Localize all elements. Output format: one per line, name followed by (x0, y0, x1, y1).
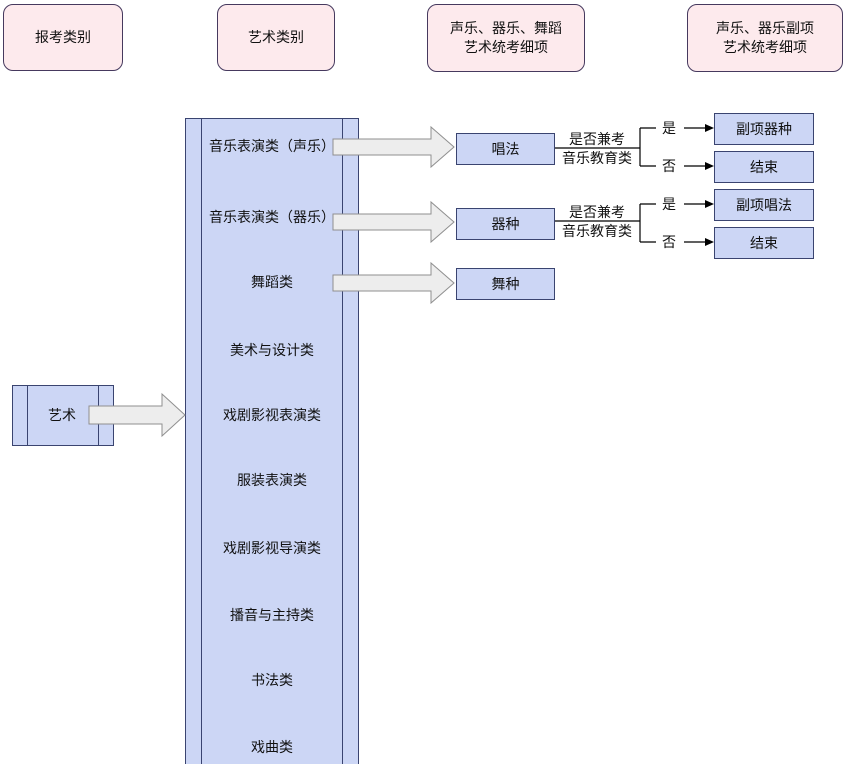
node-secondary-instrument: 副项器种 (714, 113, 814, 145)
instrumental-no-label: 否 (662, 234, 676, 250)
art-root-label: 艺术 (48, 407, 76, 423)
category-item-broadcast-hosting: 播音与主持类 (230, 607, 314, 623)
category-item-drama-performance: 戏剧影视表演类 (223, 407, 321, 423)
header-main-exam-details: 声乐、器乐、舞蹈 艺术统考细项 (427, 4, 585, 72)
category-item-fine-arts-design: 美术与设计类 (230, 342, 314, 358)
vocal-yes-arrowhead (705, 124, 714, 132)
categories-right-strip-line (342, 119, 343, 764)
art-root-left-strip-line (27, 386, 28, 445)
header-application-category: 报考类别 (3, 4, 123, 71)
vocal-no-label: 否 (662, 158, 676, 174)
vocal-no-arrowhead (705, 162, 714, 170)
art-categories-container (185, 118, 359, 764)
node-instrumental-detail: 器种 (456, 208, 555, 240)
vocal-condition-label: 是否兼考 音乐教育类 (562, 131, 632, 166)
category-item-calligraphy: 书法类 (251, 672, 293, 688)
category-item-music-vocal: 音乐表演类（声乐） (209, 138, 335, 154)
header-art-category: 艺术类别 (217, 4, 335, 71)
instrumental-no-arrowhead (705, 238, 714, 246)
category-item-opera: 戏曲类 (251, 739, 293, 755)
node-dance-detail: 舞种 (456, 268, 555, 300)
node-secondary-vocal: 副项唱法 (714, 189, 814, 221)
header-secondary-exam-details: 声乐、器乐副项 艺术统考细项 (687, 4, 843, 72)
node-vocal-detail: 唱法 (456, 133, 555, 165)
category-item-fashion-performance: 服装表演类 (237, 472, 307, 488)
instrumental-yes-label: 是 (662, 196, 676, 212)
instrumental-condition-label: 是否兼考 音乐教育类 (562, 204, 632, 239)
node-instrumental-end: 结束 (714, 227, 814, 259)
category-item-drama-directing: 戏剧影视导演类 (223, 540, 321, 556)
instrumental-yes-arrowhead (705, 200, 714, 208)
category-item-dance: 舞蹈类 (251, 274, 293, 290)
category-item-music-instrumental: 音乐表演类（器乐） (209, 209, 335, 225)
vocal-yes-label: 是 (662, 120, 676, 136)
node-vocal-end: 结束 (714, 151, 814, 183)
categories-left-strip-line (201, 119, 202, 764)
